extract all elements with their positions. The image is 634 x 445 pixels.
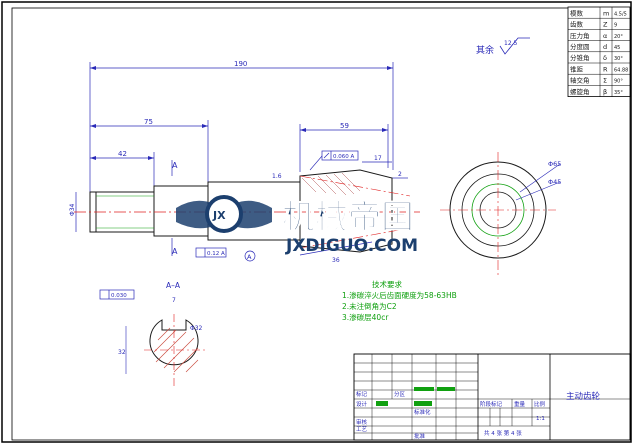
param-name: 分锥角 (570, 53, 590, 62)
dim-gear-pitch-diameter: Φ45 (548, 178, 561, 186)
cone-pitch-line-upper (299, 175, 411, 197)
title-weight: 重量 (514, 400, 526, 408)
dim-gear-outer-diameter: Φ65 (548, 160, 561, 168)
dim-length-42: 42 (118, 150, 127, 158)
section-frame-value: 0.030 (111, 293, 127, 299)
param-symbol: m (603, 9, 609, 17)
title-approve: 批准 (414, 432, 426, 440)
param-name: 锥距 (570, 64, 584, 73)
param-value: 90° (614, 79, 623, 85)
title-block (353, 353, 631, 441)
param-value: 20° (614, 34, 623, 40)
roughness-symbol (499, 37, 530, 55)
surface-roughness-note: 其余 12.5 (476, 37, 530, 56)
param-value: 45 (614, 45, 620, 51)
dim-length-75: 75 (144, 118, 153, 126)
param-name: 轴交角 (570, 76, 590, 85)
section-hatch (301, 172, 361, 196)
notes-item-1: 1.渗碳淬火后齿面硬度为58-63HB (342, 290, 457, 300)
dim-overall-length: 190 (234, 60, 247, 68)
param-symbol: α (603, 32, 607, 40)
param-name: 压力角 (570, 31, 590, 40)
param-symbol: d (603, 43, 607, 51)
title-part-name: 主动齿轮 (566, 391, 601, 402)
watermark-wing-right (234, 200, 272, 229)
title-block-design-sign (376, 401, 388, 406)
param-symbol: Z (603, 21, 608, 29)
param-value: 9 (614, 23, 617, 29)
section-keyway-width: 7 (172, 297, 176, 304)
param-value: 30° (614, 56, 623, 62)
dim-length-36: 36 (332, 257, 340, 264)
section-tolerance-frame: 0.030 (99, 289, 135, 300)
watermark-wing-left (176, 200, 214, 229)
watermark-site: JXDIGUO.COM (285, 236, 418, 256)
title-block-green-bar-2 (437, 387, 455, 391)
title-scale-value: 1:1 (536, 416, 545, 422)
section-height: 32 (118, 349, 126, 356)
title-review: 审核 (356, 418, 368, 426)
param-name: 分度圆 (570, 42, 590, 51)
section-cut-marker-top: A (172, 161, 178, 170)
section-shaft-circle (144, 314, 206, 386)
title-sheets: 共 4 张 第 4 张 (484, 429, 522, 437)
geometric-tolerance-bottom: 0.12 A (195, 247, 227, 258)
param-value: 64.88 (614, 67, 628, 73)
title-zone: 分区 (394, 390, 406, 398)
roughness-label: 其余 (476, 44, 494, 56)
watermark-logo-text: JX (212, 209, 226, 222)
gear-end-view (440, 152, 561, 276)
dim-length-17: 17 (374, 155, 382, 162)
geometric-tolerance-top: 0.060 A (309, 150, 359, 171)
watermark-gear-logo (205, 195, 243, 233)
param-value: 4.5/5 (614, 11, 627, 17)
dim-chamfer: 1.6 (272, 173, 282, 180)
title-block-green-bar-1 (414, 387, 434, 391)
param-value: 35° (614, 90, 623, 96)
title-design: 设计 (356, 400, 368, 408)
title-block-design-date (414, 401, 432, 406)
notes-item-2: 2.未注倒角为C2 (342, 301, 397, 311)
section-view-label: A–A (166, 281, 181, 290)
title-standard: 标准化 (414, 408, 431, 416)
title-process: 工艺 (356, 426, 368, 433)
param-symbol: Σ (603, 77, 607, 85)
inner-frame (11, 7, 631, 441)
watermark: JX 机械帝国 JXDIGUO.COM (176, 195, 418, 256)
datum-marker-letter: A (247, 253, 252, 261)
tolerance-bottom-value: 0.12 A (207, 251, 225, 257)
watermark-brand: 机械帝国 (282, 197, 414, 236)
title-scale: 比例 (534, 400, 546, 408)
dim-length-59: 59 (340, 122, 349, 130)
param-symbol: R (603, 65, 608, 73)
section-diameter: Φ32 (190, 325, 203, 332)
notes-item-3: 3.渗碳层40cr (342, 312, 389, 322)
param-name: 模数 (570, 8, 584, 17)
tolerance-top-value: 0.060 A (333, 154, 354, 160)
param-name: 螺旋角 (570, 87, 590, 96)
dimension-arrows (90, 66, 393, 160)
param-symbol: β (603, 88, 607, 96)
dim-length-2: 2 (398, 171, 402, 178)
cone-pitch-line-lower (299, 227, 411, 249)
title-stage-mark: 阶段标记 (480, 400, 503, 408)
param-name: 齿数 (570, 20, 584, 29)
roughness-value: 12.5 (504, 40, 518, 47)
section-cut-marker-bottom: A (172, 247, 178, 256)
thread-lines (96, 195, 154, 229)
dim-left-diameter: Φ34 (69, 203, 76, 216)
title-mark: 标记 (356, 390, 368, 398)
param-symbol: δ (603, 54, 607, 62)
notes-title: 技术要求 (372, 279, 402, 289)
datum-marker-circle (244, 250, 256, 262)
